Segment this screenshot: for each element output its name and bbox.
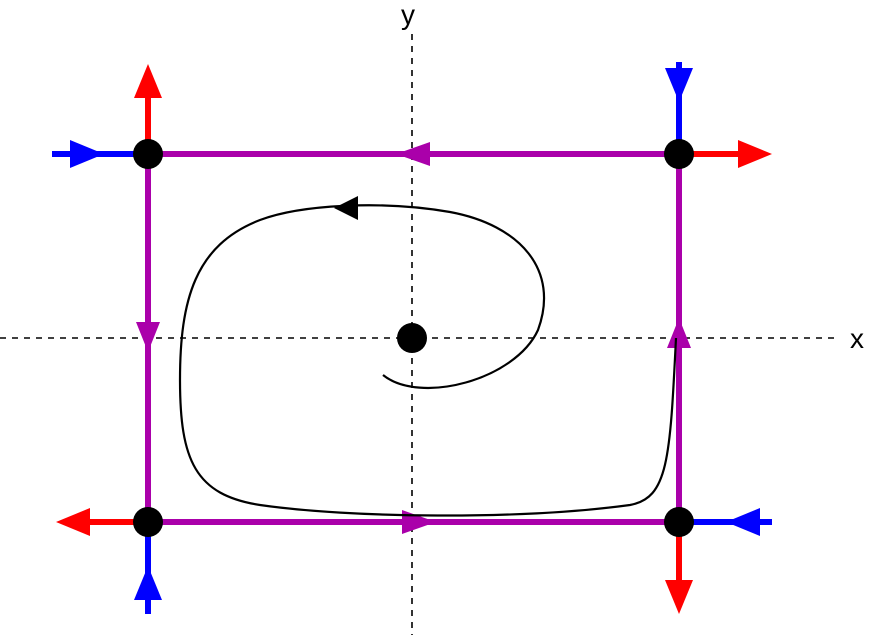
arrow-head-icon bbox=[667, 318, 691, 348]
unstable-arrows bbox=[56, 64, 772, 614]
arrow-head-icon bbox=[70, 140, 104, 168]
heteroclinic-arrows bbox=[136, 142, 691, 534]
arrow-head-icon bbox=[738, 140, 772, 168]
saddle-point-top-left bbox=[133, 139, 163, 169]
arrow-head-icon bbox=[665, 580, 693, 614]
arrow-head-icon bbox=[56, 508, 90, 536]
saddle-point-bottom-right bbox=[664, 507, 694, 537]
y-axis-label: y bbox=[401, 0, 415, 30]
arrow-head-icon bbox=[402, 510, 436, 534]
x-axis-label: x bbox=[850, 323, 864, 354]
stable-arrows bbox=[70, 68, 760, 600]
spiral-orbit bbox=[178, 204, 678, 517]
fixed-points bbox=[133, 139, 694, 537]
arrow-head-icon bbox=[136, 322, 160, 352]
arrow-head-icon bbox=[665, 68, 693, 102]
arrow-head-icon bbox=[726, 508, 760, 536]
arrow-head-icon bbox=[334, 196, 358, 220]
arrow-head-icon bbox=[396, 142, 430, 166]
saddle-point-bottom-left bbox=[133, 507, 163, 537]
saddle-point-top-right bbox=[664, 139, 694, 169]
fixed-point-origin bbox=[397, 323, 427, 353]
arrow-head-icon bbox=[134, 566, 162, 600]
arrow-head-icon bbox=[134, 64, 162, 98]
